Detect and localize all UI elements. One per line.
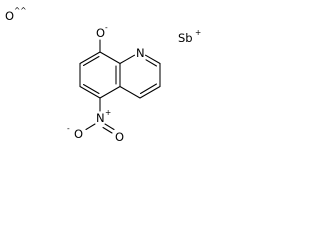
oxygen-radical-fragment: O ^^ — [5, 6, 27, 23]
bond-nitro-n-o-right-b — [102, 126, 113, 134]
structure-canvas: O ^^ Sb + O - N — [0, 0, 222, 159]
bond-n1-c2 — [144, 54, 161, 65]
bond-n1-c2-inner — [145, 59, 158, 67]
chemical-structure-drawing: O ^^ Sb + O - N — [5, 6, 201, 144]
quinoline-bonds — [79, 39, 161, 134]
oxygen-radical-symbol: O — [5, 9, 14, 23]
bond-c7-c8-inner — [82, 55, 100, 67]
antimony-symbol: Sb — [178, 31, 193, 45]
nitro-nitrogen-symbol: N — [96, 111, 105, 125]
nitro-oxygen-double-symbol: O — [115, 130, 124, 144]
bond-nitro-n-o-left — [85, 123, 96, 131]
bond-c8-c8a — [99, 51, 121, 65]
nitro-oxygen-single-symbol: O — [74, 127, 83, 141]
phenolate-oxygen-charge: - — [105, 23, 108, 32]
bond-nitro-n-o-right-a — [104, 123, 115, 131]
antimony-cation-fragment: Sb + — [178, 28, 201, 45]
bond-c4a-c5 — [99, 85, 121, 99]
oxygen-radical-charge: ^^ — [14, 6, 27, 15]
bond-c4-c4a — [119, 85, 141, 99]
bond-c3-c4 — [139, 85, 161, 99]
nitro-oxygen-single-charge: - — [67, 124, 70, 133]
bond-c5-c6-inner — [82, 83, 100, 95]
ring-nitrogen-symbol: N — [136, 46, 145, 60]
atom-labels: O - N N + O - O — [67, 23, 145, 144]
bond-c3-c4-inner — [139, 83, 158, 95]
bond-c5-c6 — [79, 85, 101, 99]
bond-c8a-n1 — [119, 54, 136, 65]
bond-c7-c8 — [79, 51, 101, 65]
phenolate-oxygen-symbol: O — [96, 26, 105, 40]
nitro-nitrogen-charge: + — [105, 108, 111, 117]
antimony-charge: + — [195, 28, 201, 37]
